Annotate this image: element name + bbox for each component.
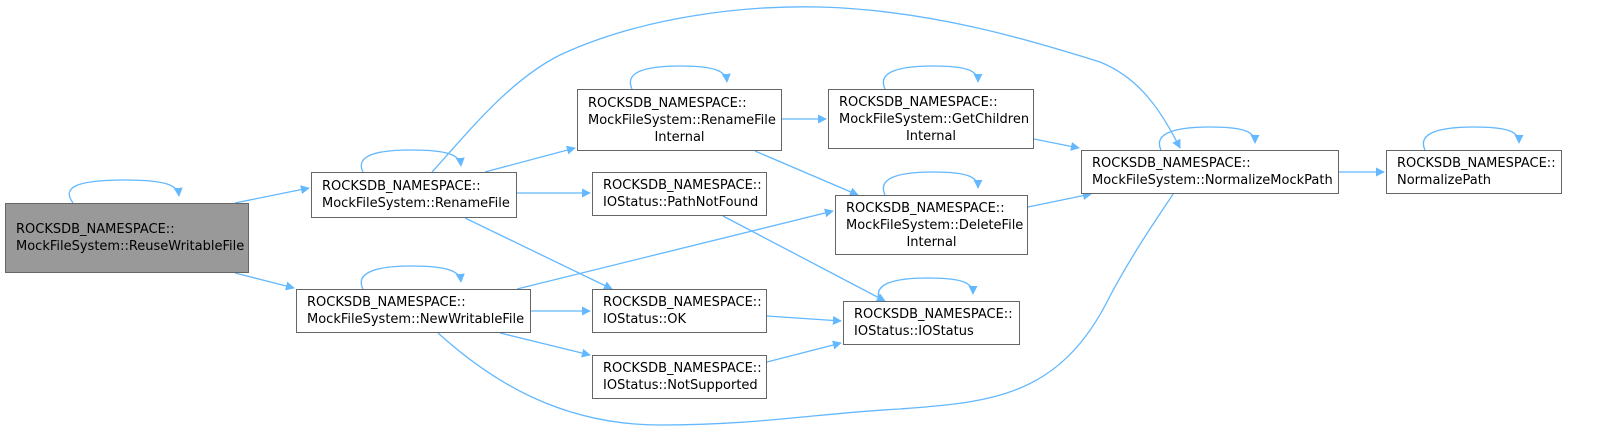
node-iostatus-ok[interactable]: ROCKSDB_NAMESPACE:: IOStatus::OK (592, 289, 767, 333)
edge-renamefile-to-ok (464, 217, 613, 290)
node-function-suffix-label: Internal (906, 234, 957, 250)
node-namespace-label: ROCKSDB_NAMESPACE:: (603, 361, 762, 376)
node-delete-file-internal[interactable]: ROCKSDB_NAMESPACE:: MockFileSystem::Dele… (835, 195, 1028, 255)
node-function-label: MockFileSystem::NormalizeMockPath (1092, 173, 1333, 188)
node-namespace-label: ROCKSDB_NAMESPACE:: (839, 94, 998, 110)
node-iostatus-path-not-found[interactable]: ROCKSDB_NAMESPACE:: IOStatus::PathNotFou… (592, 172, 767, 216)
node-iostatus-constructor[interactable]: ROCKSDB_NAMESPACE:: IOStatus::IOStatus (843, 301, 1020, 345)
node-function-label: MockFileSystem::ReuseWritableFile (16, 239, 245, 254)
node-namespace-label: ROCKSDB_NAMESPACE:: (588, 95, 747, 111)
node-function-label: MockFileSystem::GetChildren (839, 111, 1030, 127)
node-normalize-mock-path[interactable]: ROCKSDB_NAMESPACE:: MockFileSystem::Norm… (1081, 150, 1339, 194)
edge-layer (68, 6, 1524, 426)
edge-newwritable-to-deleteinternal (516, 208, 834, 290)
node-function-label: NormalizePath (1397, 173, 1492, 188)
node-function-label: MockFileSystem::RenameFile (588, 112, 776, 128)
edge-getchildren-to-normalizemock (1033, 138, 1080, 151)
node-normalize-path[interactable]: ROCKSDB_NAMESPACE:: NormalizePath (1386, 150, 1562, 194)
edge-pathnotfound-to-iostatus (722, 215, 886, 302)
edge-reuse-to-reuse (68, 179, 183, 204)
node-namespace-label: ROCKSDB_NAMESPACE:: (854, 307, 1013, 322)
node-function-label: MockFileSystem::NewWritableFile (307, 312, 525, 327)
node-namespace-label: ROCKSDB_NAMESPACE:: (322, 179, 481, 194)
edge-notsupported-to-iostatus (766, 340, 842, 363)
node-rename-file-internal[interactable]: ROCKSDB_NAMESPACE:: MockFileSystem::Rena… (577, 89, 782, 151)
node-namespace-label: ROCKSDB_NAMESPACE:: (1092, 156, 1251, 171)
node-namespace-label: ROCKSDB_NAMESPACE:: (846, 200, 1005, 216)
edge-newwritable-to-normalizemock (437, 166, 1192, 426)
node-namespace-label: ROCKSDB_NAMESPACE:: (603, 295, 762, 310)
node-function-label: IOStatus::NotSupported (603, 378, 758, 393)
node-function-label: MockFileSystem::RenameFile (322, 196, 510, 211)
node-new-writable-file[interactable]: ROCKSDB_NAMESPACE:: MockFileSystem::NewW… (296, 289, 531, 333)
node-reuse-writable-file[interactable]: ROCKSDB_NAMESPACE:: MockFileSystem::Reus… (5, 203, 249, 273)
node-function-label: MockFileSystem::DeleteFile (846, 217, 1024, 233)
node-rename-file[interactable]: ROCKSDB_NAMESPACE:: MockFileSystem::Rena… (311, 172, 517, 218)
edge-renameinternal-to-renameinternal (629, 65, 731, 90)
edge-deleteinternal-to-normalizemock (1027, 191, 1092, 208)
edge-normalizepath-to-normalizepath (1422, 126, 1524, 151)
node-namespace-label: ROCKSDB_NAMESPACE:: (1397, 156, 1556, 171)
node-function-label: IOStatus::OK (603, 312, 687, 327)
node-function-label: IOStatus::PathNotFound (603, 195, 759, 210)
edge-reuse-to-renamefile (234, 185, 310, 204)
edge-renamefile-to-normalizemock (431, 6, 1181, 173)
edge-deleteinternal-to-deleteinternal (882, 171, 983, 196)
edge-reuse-to-newwritable (234, 272, 295, 291)
node-namespace-label: ROCKSDB_NAMESPACE:: (16, 222, 175, 237)
node-function-suffix-label: Internal (654, 129, 705, 145)
edge-newwritable-to-newwritable (360, 265, 465, 290)
node-function-suffix-label: Internal (905, 128, 957, 144)
edge-iostatus-to-iostatus (877, 277, 978, 302)
edge-renameinternal-to-deleteinternal (754, 150, 859, 196)
edge-ok-to-iostatus (766, 315, 842, 325)
node-iostatus-not-supported[interactable]: ROCKSDB_NAMESPACE:: IOStatus::NotSupport… (592, 355, 767, 399)
node-function-label: IOStatus::IOStatus (854, 324, 974, 339)
node-get-children-internal[interactable]: ROCKSDB_NAMESPACE:: MockFileSystem::GetC… (828, 89, 1034, 149)
edge-renamefile-to-renameinternal (484, 145, 576, 173)
edge-normalizemock-to-normalizemock (1158, 126, 1260, 151)
edge-newwritable-to-notsupported (499, 332, 591, 358)
node-namespace-label: ROCKSDB_NAMESPACE:: (307, 295, 466, 310)
node-namespace-label: ROCKSDB_NAMESPACE:: (603, 178, 762, 193)
edge-renamefile-to-renamefile (360, 149, 465, 173)
edge-getchildren-to-getchildren (882, 65, 983, 90)
